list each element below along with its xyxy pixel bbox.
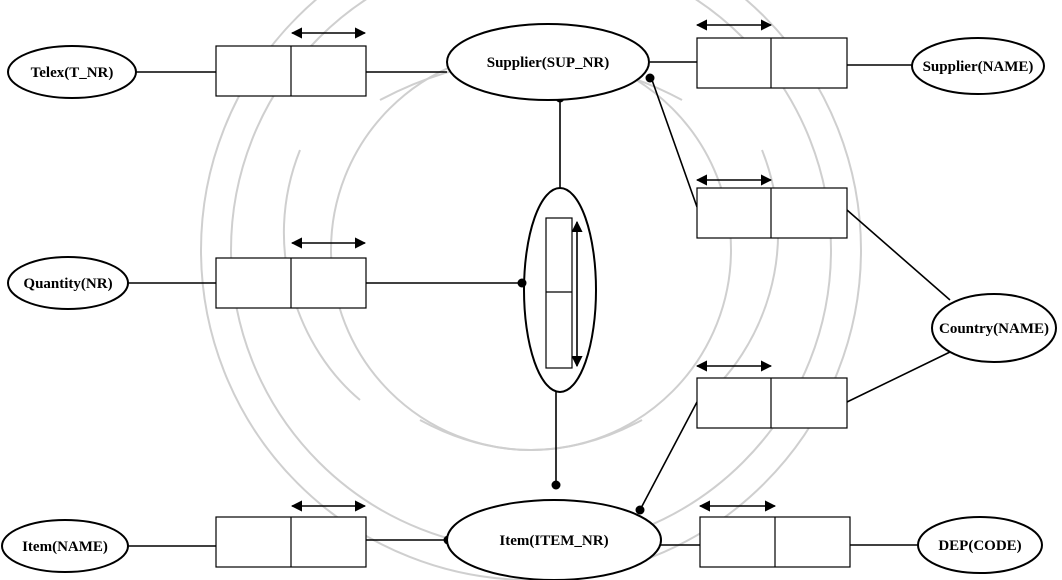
line-box-country-2 (847, 352, 950, 402)
entity-supplier-sup-nr-label: Supplier(SUP_NR) (487, 55, 610, 71)
line-supplier-box-country (652, 80, 697, 207)
relationship-box-quantity (216, 243, 366, 308)
relationship-box-item-name (216, 506, 366, 567)
entity-item-name-label: Item(NAME) (22, 539, 108, 555)
entity-item-item-nr: Item(ITEM_NR) (447, 500, 661, 580)
entity-telex-label: Telex(T_NR) (31, 65, 114, 81)
entity-item-name: Item(NAME) (2, 520, 128, 572)
entity-quantity-label: Quantity(NR) (23, 276, 112, 292)
relationship-box-supplier-name (697, 25, 847, 88)
relationship-box-dep (700, 506, 850, 567)
relationship-box-supplier-country (697, 180, 847, 238)
entity-item-item-nr-label: Item(ITEM_NR) (499, 533, 608, 549)
entity-supplier-sup-nr: Supplier(SUP_NR) (447, 24, 649, 100)
line-item-box-country (640, 402, 697, 510)
entity-country: Country(NAME) (932, 294, 1056, 362)
relationship-box-telex (216, 33, 366, 96)
entity-country-label: Country(NAME) (939, 321, 1049, 337)
entity-supplier-name-label: Supplier(NAME) (923, 59, 1034, 75)
aggregate-relationship (524, 188, 596, 392)
entity-supplier-name: Supplier(NAME) (912, 38, 1044, 94)
entity-quantity: Quantity(NR) (8, 257, 128, 309)
entity-telex: Telex(T_NR) (8, 46, 136, 98)
entity-dep-label: DEP(CODE) (938, 538, 1021, 554)
line-box-country-1 (847, 210, 950, 300)
entity-dep: DEP(CODE) (918, 517, 1042, 573)
relationship-box-item-country (697, 366, 847, 428)
